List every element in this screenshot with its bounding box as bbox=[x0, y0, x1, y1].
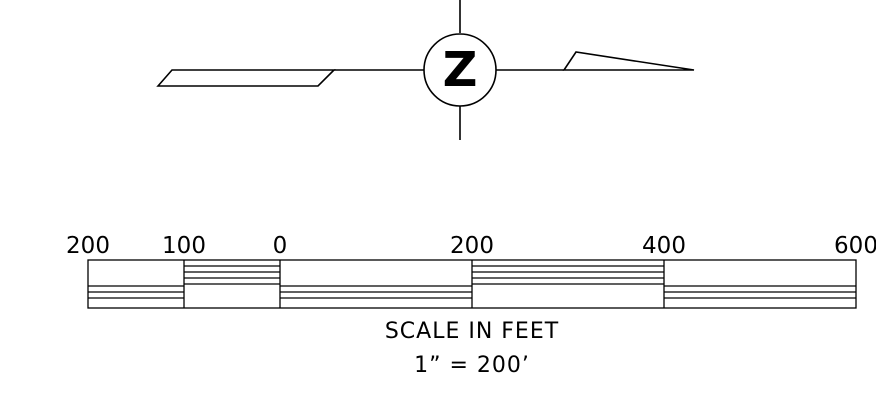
scale-tick-label: 400 bbox=[642, 233, 686, 259]
scale-tick-label: 100 bbox=[162, 233, 206, 259]
north-arrow-left-vane bbox=[156, 69, 336, 87]
north-arrow: Z bbox=[156, 0, 695, 140]
north-arrow-letter: Z bbox=[443, 42, 478, 98]
north-arrow-right-pointer bbox=[562, 51, 695, 71]
scale-bar: 200 100 0 200 400 600 SCALE IN FEET 1” =… bbox=[66, 233, 876, 378]
north-arrow-circle bbox=[423, 33, 497, 107]
scale-tick-label: 600 bbox=[834, 233, 876, 259]
scale-title: SCALE IN FEET bbox=[385, 319, 559, 344]
scale-tick-label: 0 bbox=[273, 233, 288, 259]
scale-ratio: 1” = 200’ bbox=[414, 353, 530, 378]
scale-bar-graphic bbox=[87, 259, 857, 309]
scale-tick-label: 200 bbox=[66, 233, 110, 259]
scale-tick-label: 200 bbox=[450, 233, 494, 259]
